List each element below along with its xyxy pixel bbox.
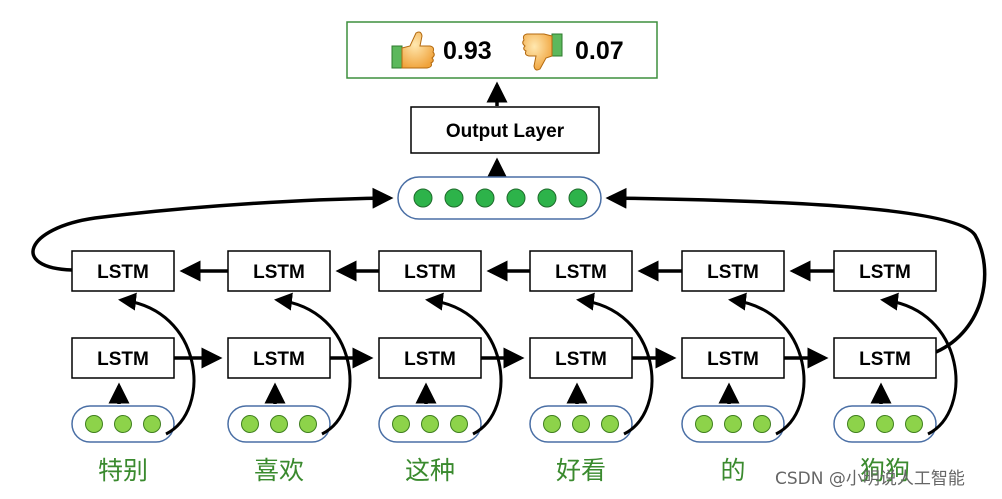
vector-node <box>537 188 557 208</box>
backward-lstm-label: LSTM <box>404 262 456 283</box>
column-2: LSTM LSTM 喜欢 <box>227 250 352 485</box>
vector-node <box>568 188 588 208</box>
vector-node <box>413 188 433 208</box>
backward-lstm-label: LSTM <box>555 262 607 283</box>
embedding-node <box>421 415 439 433</box>
backward-lstm-cell <box>529 250 633 292</box>
column-3: LSTM LSTM 这种 <box>378 250 503 485</box>
forward-lstm-label: LSTM <box>404 349 456 370</box>
forward-lstm-label: LSTM <box>859 349 911 370</box>
forward-lstm-label: LSTM <box>97 349 149 370</box>
watermark: CSDN @小明说人工智能 <box>775 469 965 489</box>
backward-lstm-cell <box>71 250 175 292</box>
embedding-node <box>876 415 894 433</box>
forward-lstm-cell <box>833 337 937 379</box>
embedding-node <box>724 415 742 433</box>
arrow-embed-to-backward <box>118 292 196 436</box>
embedding-node <box>85 415 103 433</box>
arrow-embed-to-backward <box>274 292 352 436</box>
word-token: 好看 <box>556 456 606 485</box>
forward-lstm-cell <box>227 337 331 379</box>
embedding-node <box>572 415 590 433</box>
embedding-node <box>847 415 865 433</box>
backward-lstm-cell <box>227 250 331 292</box>
column-5: LSTM LSTM 的 <box>681 250 806 485</box>
arrow-embed-to-backward <box>425 292 503 436</box>
word-token: 狗狗 <box>860 456 910 485</box>
sentence-vector <box>397 176 602 220</box>
arrow-forward-final-to-vector <box>605 187 987 354</box>
column-6: LSTM LSTM 狗狗 <box>833 250 958 485</box>
embedding-node <box>695 415 713 433</box>
vector-node <box>444 188 464 208</box>
backward-lstm-label: LSTM <box>707 262 759 283</box>
column-4: LSTM LSTM 好看 <box>529 250 654 485</box>
embedding-node <box>270 415 288 433</box>
output-layer-box: Output Layer <box>410 106 600 154</box>
backward-lstm-cell <box>681 250 785 292</box>
backward-lstm-label: LSTM <box>253 262 305 283</box>
embedding-node <box>601 415 619 433</box>
negative-score: 0.07 <box>575 37 624 65</box>
result-box: 0.93 0.07 <box>346 21 658 79</box>
embedding-node <box>392 415 410 433</box>
vector-node <box>506 188 526 208</box>
word-token: 这种 <box>405 456 455 485</box>
word-token: 的 <box>720 456 745 485</box>
forward-lstm-label: LSTM <box>707 349 759 370</box>
word-token: 特别 <box>98 456 148 485</box>
embedding-node <box>753 415 771 433</box>
arrow-embed-to-backward <box>576 292 654 436</box>
embedding-node <box>143 415 161 433</box>
thumbs-up-icon <box>391 31 435 69</box>
arrow-embed-to-backward <box>880 292 958 436</box>
embedding-node <box>241 415 259 433</box>
output-layer-label: Output Layer <box>446 121 565 142</box>
embedding-node <box>905 415 923 433</box>
forward-lstm-cell <box>71 337 175 379</box>
embedding-node <box>114 415 132 433</box>
forward-lstm-label: LSTM <box>253 349 305 370</box>
thumbs-down-icon <box>522 33 563 71</box>
vector-node <box>475 188 495 208</box>
arrow-embed-to-backward <box>728 292 806 436</box>
backward-lstm-label: LSTM <box>859 262 911 283</box>
word-token: 喜欢 <box>254 456 304 485</box>
arrow-backward-final-to-vector <box>31 187 394 272</box>
forward-lstm-label: LSTM <box>555 349 607 370</box>
embedding-node <box>450 415 468 433</box>
backward-lstm-cell <box>833 250 937 292</box>
backward-lstm-label: LSTM <box>97 262 149 283</box>
embedding-node <box>543 415 561 433</box>
positive-score: 0.93 <box>443 37 492 65</box>
column-1: LSTM LSTM 特别 <box>71 250 196 485</box>
backward-lstm-cell <box>378 250 482 292</box>
forward-lstm-cell <box>378 337 482 379</box>
embedding-node <box>299 415 317 433</box>
